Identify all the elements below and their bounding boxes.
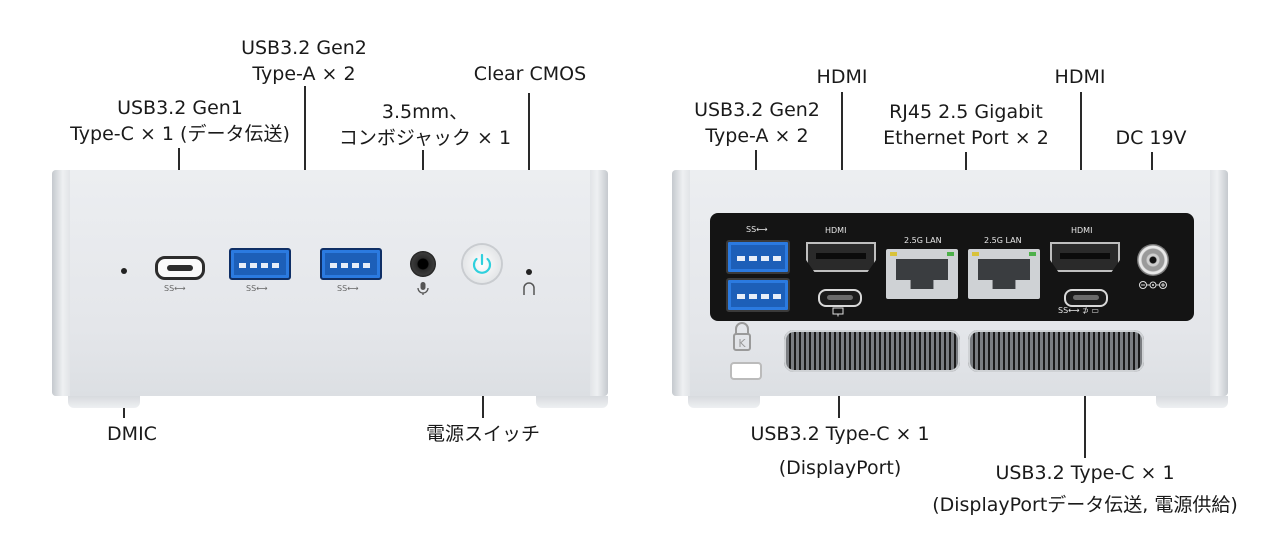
ss-mark-icon: SS⟷ — [746, 225, 768, 234]
label-usbc-full: USB3.2 Type-C × 1 (DisplayPortデータ伝送, 電源供… — [932, 462, 1238, 516]
power-button[interactable] — [463, 245, 501, 283]
front-foot-right — [536, 396, 608, 408]
label-usb-a-front: USB3.2 Gen2 Type-A × 2 — [241, 37, 367, 85]
usbc-feature-icons: SS⟷ ⊅ ▭ — [1058, 306, 1099, 315]
usb-c-port-rear-dp — [818, 289, 862, 307]
headset-mic-icon — [417, 282, 429, 295]
audio-jack — [410, 251, 436, 277]
label-audio-jack: 3.5mm、 コンボジャック × 1 — [338, 101, 512, 149]
leader-hdmi-right — [1080, 92, 1082, 220]
hdmi-port-right — [1050, 242, 1120, 272]
label-usbc-dp: USB3.2 Type-C × 1 (DisplayPort) — [750, 423, 930, 479]
usb-a-port-front-2 — [320, 248, 382, 280]
ss-mark-icon: SS⟷ — [337, 284, 359, 293]
rear-foot-left — [688, 396, 760, 408]
leader-rj45-stem — [965, 152, 967, 184]
label-usb-a-rear: USB3.2 Gen2 Type-A × 2 — [694, 99, 820, 147]
label-power-switch: 電源スイッチ — [425, 423, 540, 445]
leader-hdmi-left — [841, 92, 843, 220]
rear-foot-right — [1156, 396, 1228, 408]
vent-left — [784, 330, 960, 372]
usb-a-port-rear-1 — [726, 240, 790, 274]
display-icon — [832, 307, 844, 317]
usb-a-port-front-1 — [229, 248, 291, 280]
rj45-port-2 — [968, 249, 1040, 299]
power-icon — [472, 253, 492, 274]
kensington-lock-slot — [730, 362, 762, 380]
usb-a-port-rear-2 — [726, 278, 790, 312]
front-foot-left — [68, 396, 140, 408]
hdmi-port-left — [806, 242, 876, 272]
rj45-port-1 — [886, 249, 958, 299]
vent-right — [968, 330, 1144, 372]
clear-cmos-icon — [523, 282, 535, 295]
leader-usb-a-front-stem — [304, 86, 306, 198]
front-chassis — [52, 170, 608, 396]
dmic-hole — [121, 268, 127, 274]
lan-mark-left: 2.5G LAN — [904, 236, 942, 245]
svg-text:K: K — [738, 337, 746, 350]
ss-mark-icon: SS⟷ — [164, 284, 186, 293]
usb-c-port-rear-full — [1064, 289, 1108, 307]
dc-polarity-icon — [1139, 281, 1167, 289]
label-usb-c-front: USB3.2 Gen1 Type-C × 1 (データ伝送) — [70, 97, 290, 145]
dc-in-port — [1137, 244, 1169, 276]
label-dc: DC 19V — [1115, 127, 1187, 149]
hdmi-mark-left: HDMI — [825, 226, 847, 235]
label-hdmi-right: HDMI — [1054, 66, 1106, 88]
ss-mark-icon: SS⟷ — [246, 284, 268, 293]
clear-cmos-pinhole[interactable] — [526, 269, 532, 275]
label-rj45: RJ45 2.5 Gigabit Ethernet Port × 2 — [883, 101, 1049, 149]
usb-c-port-front — [155, 256, 205, 280]
hdmi-mark-right: HDMI — [1071, 226, 1093, 235]
lan-mark-right: 2.5G LAN — [984, 236, 1022, 245]
label-dmic: DMIC — [107, 423, 157, 445]
label-clear-cmos: Clear CMOS — [473, 63, 587, 85]
kensington-lock-icon: K — [733, 322, 751, 351]
label-hdmi-left: HDMI — [816, 66, 868, 88]
